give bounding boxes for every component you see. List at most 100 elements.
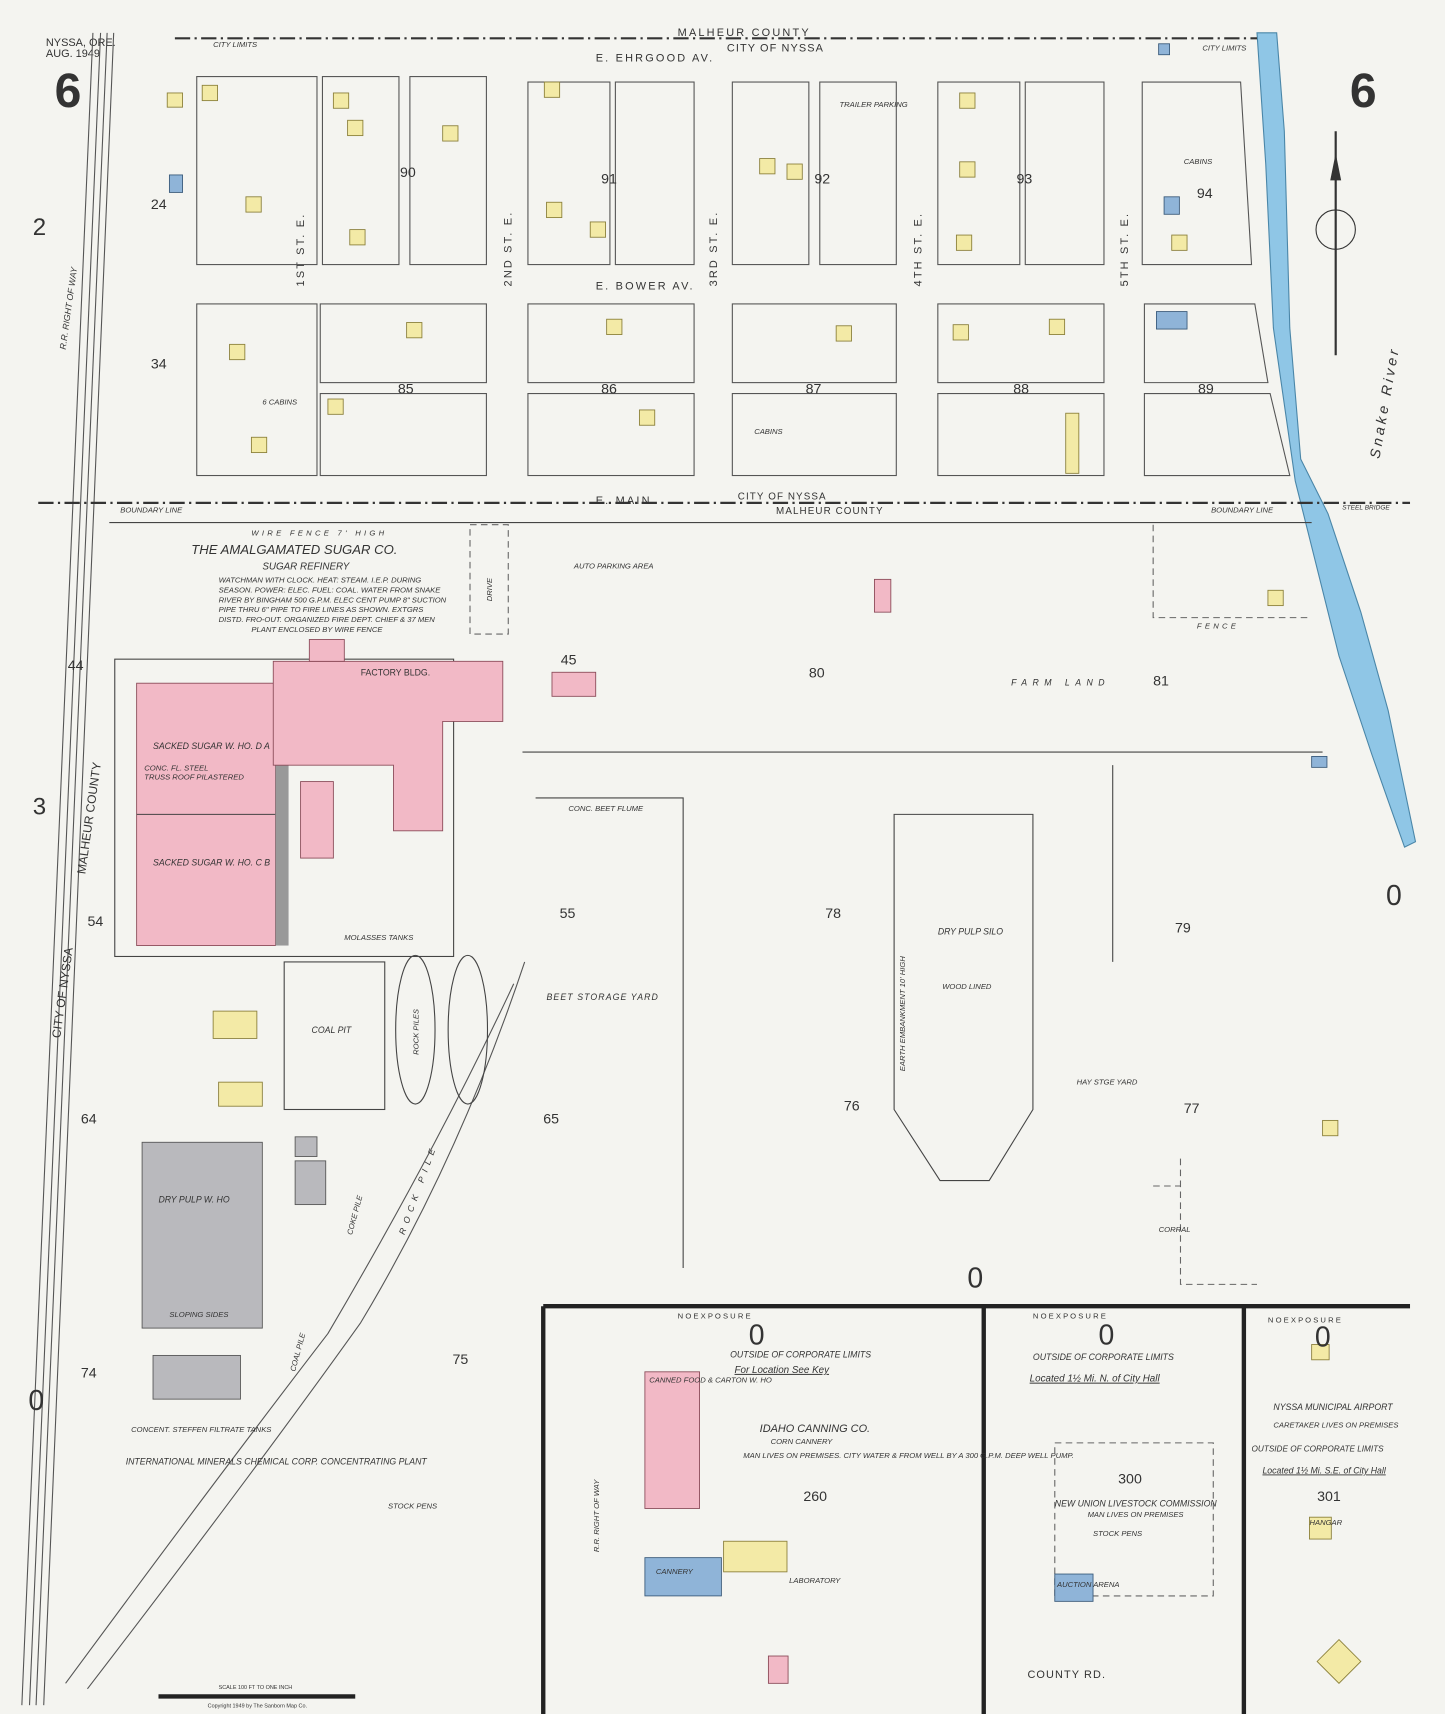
- panel-livestock-part: AUCTION ARENA: [1056, 1580, 1120, 1589]
- panel-airport-part: OUTSIDE OF CORPORATE LIMITS: [1252, 1445, 1385, 1454]
- panel-canning-part: [644, 1371, 700, 1509]
- city-blocks-part: [1143, 393, 1291, 477]
- dwellings-part: [835, 325, 852, 342]
- warehouse-note-part: TRUSS ROOF PILASTERED: [144, 772, 244, 781]
- city-blocks-part: [937, 303, 1105, 384]
- rotary-pulp-dryer: [294, 1160, 327, 1206]
- sugar-co-notes-part: PIPE THRU 6" PIPE TO FIRE LINES AS SHOWN…: [219, 605, 425, 614]
- city-blocks-part: [1141, 81, 1253, 266]
- panel-livestock-part: MAN LIVES ON PREMISES: [1088, 1510, 1185, 1519]
- panel-canning-part: [767, 1655, 789, 1684]
- panel-livestock-part: 0: [1099, 1319, 1115, 1351]
- panel-canning-part: OUTSIDE OF CORPORATE LIMITS: [730, 1350, 871, 1360]
- north-arrow-icon-part: [1315, 209, 1356, 250]
- beet-flume-label: CONC. BEET FLUME: [568, 804, 644, 813]
- block-numbers-part: 86: [601, 382, 617, 398]
- city-blocks-part: [319, 303, 487, 384]
- rock-pile-2: [447, 954, 489, 1105]
- north-arrow-icon: [1315, 131, 1356, 356]
- panel-livestock-part: NEW UNION LIVESTOCK COMMISSION: [1055, 1498, 1218, 1508]
- sheet-number-left: 6: [55, 64, 82, 118]
- street-2nd: 2ND ST. E.: [503, 211, 515, 287]
- minerals-label: INTERNATIONAL MINERALS CHEMICAL CORP. CO…: [126, 1457, 428, 1467]
- sugar-co-subtitle: SUGAR REFINERY: [262, 562, 350, 573]
- sugar-co-notes: WATCHMAN WITH CLOCK. HEAT: STEAM. I.E.P.…: [219, 576, 447, 634]
- city-blocks-part: [1024, 81, 1105, 266]
- block-numbers-part: 89: [1198, 382, 1214, 398]
- railroad-tracks: [21, 32, 526, 1706]
- railroad-tracks-part: [65, 983, 515, 1684]
- dwellings-part: [332, 92, 350, 109]
- concentrating-plant: [152, 1354, 241, 1400]
- block-numbers-part: 75: [453, 1352, 469, 1368]
- grid-ref-2: 2: [33, 214, 46, 241]
- dwellings-part: [229, 343, 246, 361]
- city-blocks-part: [731, 393, 897, 477]
- dry-pulp-warehouse: [141, 1141, 263, 1329]
- dwellings-part: [1065, 412, 1080, 474]
- city-blocks-part: [527, 303, 695, 384]
- block-numbers-part: 93: [1017, 172, 1033, 188]
- dry-pulp-silo: [893, 813, 1034, 1182]
- factory-building: [272, 660, 504, 832]
- block-numbers-part: 81: [1153, 673, 1169, 689]
- dwellings-part: [1267, 589, 1284, 607]
- street-3rd: 3RD ST. E.: [708, 211, 720, 287]
- panel-canning-part: IDAHO CANNING CO.: [760, 1423, 870, 1435]
- street-main: E. MAIN: [596, 495, 652, 507]
- dwellings-part: [959, 161, 976, 178]
- fence-label: FENCE: [1197, 622, 1239, 631]
- dwellings-part: [1322, 1119, 1339, 1137]
- dwellings-part: [201, 84, 218, 102]
- block-numbers-part: 44: [68, 658, 84, 674]
- city-blocks-part: [819, 81, 897, 266]
- auto-parking-label: AUTO PARKING AREA: [573, 561, 654, 570]
- dwellings-part: [952, 324, 969, 341]
- drying-tower: [308, 639, 345, 662]
- pulp-building: [551, 671, 597, 697]
- railroad-tracks-part: [87, 961, 526, 1690]
- sanborn-map-sheet-part: [294, 1136, 318, 1157]
- panel-livestock-part: [1054, 1442, 1214, 1597]
- block-numbers-part: 80: [809, 666, 825, 682]
- block-numbers-part: 90: [400, 165, 416, 181]
- block-numbers-part: 91: [601, 172, 617, 188]
- city-blocks-part: [409, 76, 487, 266]
- panel-canning-part: CORN CANNERY: [771, 1437, 834, 1446]
- sugar-co-notes-part: DISTD. FRO-OUT. ORGANIZED FIRE DEPT. CHI…: [219, 615, 436, 624]
- sheet-number-right: 6: [1350, 64, 1377, 118]
- sugar-co-notes-part: SEASON. POWER: ELEC. FUEL: COAL. WATER F…: [219, 585, 442, 594]
- panel-airport-part: NYSSA MUNICIPAL AIRPORT: [1273, 1402, 1393, 1412]
- city-blocks-part: [319, 393, 487, 477]
- dwellings-part: [759, 158, 776, 175]
- factory-label: FACTORY BLDG.: [361, 668, 430, 678]
- railroad-tracks-part: [21, 32, 94, 1706]
- county-label-main: MALHEUR COUNTY: [776, 506, 884, 517]
- dwellings-part: [347, 119, 364, 137]
- panel-livestock-part: Located 1½ Mi. N. of City Hall: [1030, 1374, 1161, 1385]
- dwellings-part: [606, 318, 623, 335]
- sugar-co-notes-part: WATCHMAN WITH CLOCK. HEAT: STEAM. I.E.P.…: [219, 576, 422, 585]
- hay-yard-label: HAY STGE YARD: [1077, 1077, 1138, 1086]
- dwellings-part: [327, 398, 344, 415]
- dwellings: [166, 81, 1339, 1361]
- city-blocks-part: [937, 81, 1021, 266]
- block-numbers: 24 90 91 92 93 94 34 85 86 87 88 89 44 4…: [68, 165, 1341, 1505]
- molasses-label: MOLASSES TANKS: [344, 933, 414, 942]
- city-limits-label-right: CITY LIMITS: [1202, 43, 1247, 52]
- snake-river: [1256, 32, 1417, 848]
- panel-airport-part: CARETAKER LIVES ON PREMISES: [1273, 1421, 1399, 1430]
- block-numbers-part: 45: [561, 653, 577, 669]
- panel-livestock-part: N O E X P O S U R E: [1033, 1311, 1106, 1320]
- farm-building: [873, 578, 892, 613]
- dwellings-part: [638, 409, 656, 426]
- zero-marker: 0: [967, 1263, 983, 1295]
- city-blocks-part: [527, 393, 695, 477]
- railroad-tracks-part: [43, 32, 115, 1706]
- panel-airport-part: Located 1½ Mi. S.E. of City Hall: [1262, 1465, 1386, 1475]
- block-numbers-part: 301: [1317, 1489, 1341, 1505]
- city-blocks-part: [196, 76, 318, 266]
- block-numbers-part: 260: [803, 1489, 827, 1505]
- panel-airport: N O E X P O S U R E 0 NYSSA MUNICIPAL AI…: [1252, 1316, 1399, 1684]
